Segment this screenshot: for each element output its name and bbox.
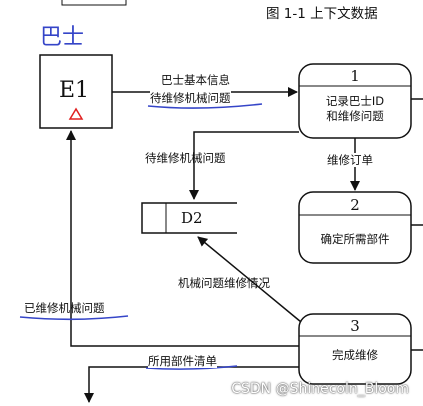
flow-p3-to-e1	[66, 130, 299, 347]
process-1-name: 记录巴士ID 和维修问题	[325, 94, 385, 123]
underline-stroke	[145, 365, 238, 370]
data-store-d2-shape	[141, 202, 237, 234]
triangle-mark-icon	[68, 107, 84, 120]
process-3-number: 3	[350, 317, 360, 335]
flow-label-p1-to-p2: 维修订单	[327, 153, 373, 167]
entity-handwritten-note: 巴士	[40, 25, 85, 50]
underline-stroke	[19, 315, 129, 321]
flow-label-p3-to-d2: 机械问题维修情况	[178, 276, 270, 290]
process-2-number: 2	[350, 196, 360, 214]
flow-label-e1-to-p1-line1: 巴士基本信息	[161, 73, 230, 87]
process-2-box	[298, 191, 412, 264]
process-3-box	[298, 313, 412, 385]
data-store-d2-label: D2	[181, 209, 203, 227]
process-3-name: 完成维修	[332, 348, 378, 362]
flow-p1-to-d2	[189, 131, 299, 200]
flow-label-p3-to-e1: 已维修机械问题	[24, 301, 105, 315]
underline-stroke	[147, 103, 263, 109]
clipped-frame	[61, 0, 127, 6]
flow-p3-to-d2	[197, 236, 302, 323]
flow-label-e1-to-p1-line2: 待维修机械问题	[150, 91, 231, 105]
entity-e1-label: E1	[59, 78, 90, 103]
process-1-number: 1	[350, 67, 360, 85]
figure-title: 图 1-1 上下文数据	[266, 6, 378, 22]
flow-label-p3-out: 所用部件清单	[148, 354, 217, 368]
process-2-name: 确定所需部件	[320, 232, 390, 246]
flow-label-p1-to-d2: 待维修机械问题	[145, 151, 226, 165]
watermark: CSDN @Shinecoln_Bloom	[231, 381, 409, 397]
